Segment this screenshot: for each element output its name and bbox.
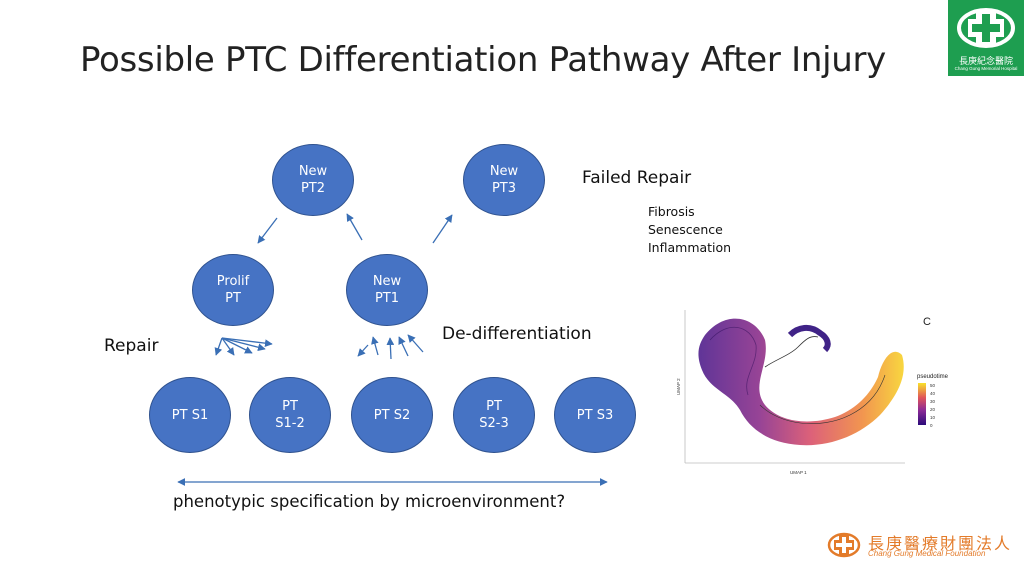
- foundation-logo: 長庚醫療財團法人 Chang Gung Medical Foundation: [826, 530, 1010, 562]
- node-pt-s3: PT S3: [554, 377, 636, 453]
- outcome-fibrosis: Fibrosis: [648, 204, 695, 219]
- arrow-dediff-1: [357, 344, 369, 357]
- hospital-logo: 長庚紀念醫院 Chang Gung Memorial Hospital: [948, 0, 1024, 76]
- arrow-repair-5: [221, 337, 273, 348]
- foundation-name-cn: 長庚醫療財團法人: [868, 534, 1013, 553]
- foundation-cross-icon: [827, 532, 861, 558]
- umap-legend-title: pseudotime: [917, 374, 949, 380]
- arrow-repair-2: [221, 337, 235, 356]
- svg-text:20: 20: [930, 407, 936, 412]
- node-pt-s2: PT S2: [351, 377, 433, 453]
- arrow-dediff-2: [371, 336, 379, 356]
- arrow-repair-1: [214, 337, 223, 356]
- slide-title: Possible PTC Differentiation Pathway Aft…: [80, 40, 886, 80]
- arrow-dediff-4: [398, 336, 409, 357]
- outcome-inflammation: Inflammation: [648, 240, 732, 255]
- umap-pseudotime-plot: C pseudotime 50 40 30 20 10 0 UMAP 1 UMA…: [670, 305, 950, 475]
- hospital-name-en: Chang Gung Memorial Hospital: [954, 66, 1018, 71]
- arrow-repair-4: [221, 337, 266, 352]
- arrow-pt1-to-pt2: [346, 213, 363, 241]
- arrow-pt1-to-pt3: [432, 214, 453, 244]
- foundation-name-en: Chang Gung Medical Foundation: [868, 549, 986, 558]
- hospital-name-cn: 長庚紀念醫院: [958, 57, 1013, 67]
- arrow-pt2-to-prolif: [257, 217, 278, 244]
- failed-repair-outcomes: Fibrosis Senescence Inflammation: [648, 203, 731, 257]
- umap-ylabel: UMAP 2: [676, 378, 681, 395]
- arrow-dediff-5: [407, 334, 424, 353]
- arrow-repair-3: [221, 337, 253, 354]
- umap-panel-letter: C: [923, 316, 931, 328]
- outcome-senescence: Senescence: [648, 222, 723, 237]
- svg-text:10: 10: [930, 415, 936, 420]
- umap-xlabel: UMAP 1: [790, 470, 807, 475]
- dedifferentiation-label: De-differentiation: [442, 324, 592, 344]
- svg-text:0: 0: [930, 423, 933, 428]
- svg-text:30: 30: [930, 399, 936, 404]
- arrow-dediff-3: [386, 337, 395, 360]
- caption: phenotypic specification by microenviron…: [173, 492, 566, 511]
- repair-label: Repair: [104, 336, 159, 356]
- svg-text:40: 40: [930, 391, 936, 396]
- node-pt-s1: PT S1: [149, 377, 231, 453]
- hospital-cross-icon: [957, 8, 1015, 48]
- failed-repair-label: Failed Repair: [582, 168, 692, 188]
- svg-text:50: 50: [930, 383, 936, 388]
